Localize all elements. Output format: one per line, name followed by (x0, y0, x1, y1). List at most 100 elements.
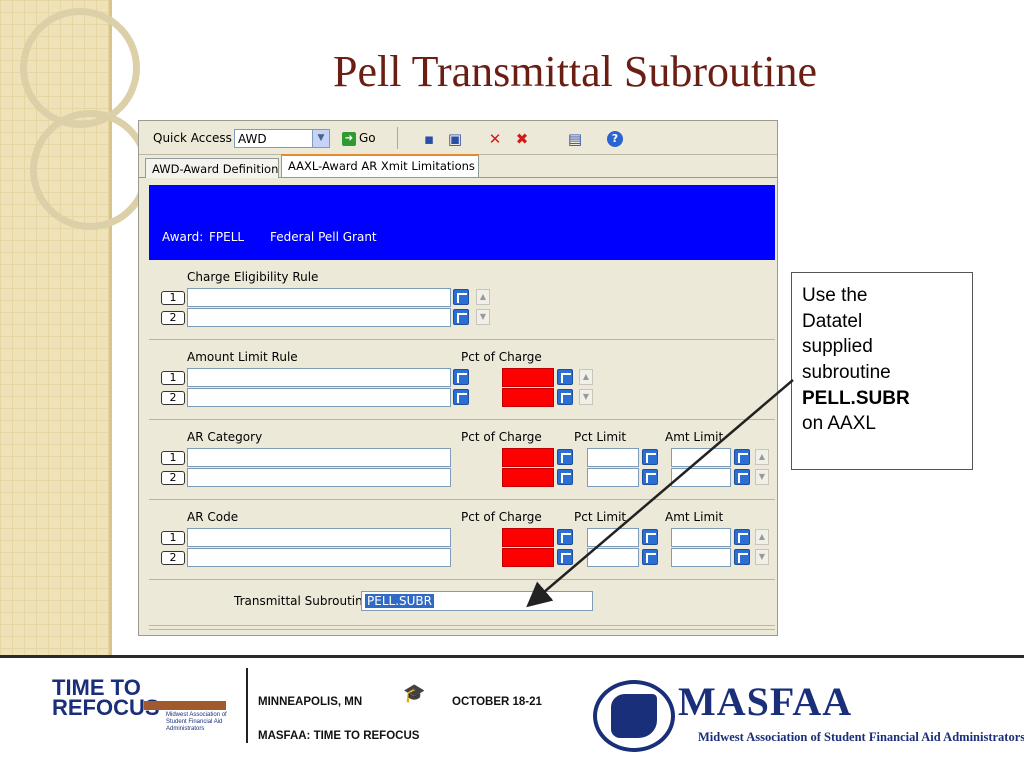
footer-tagline: MASFAA: TIME TO REFOCUS (258, 730, 420, 742)
pct-of-charge-field-1[interactable] (502, 528, 554, 547)
toolbar-separator (397, 127, 398, 149)
cancel-icon[interactable]: ✕ (488, 130, 502, 148)
tab-label: AAXL-Award AR Xmit Limitations (288, 159, 475, 173)
amt-limit-field-2[interactable] (671, 468, 731, 487)
transmittal-subroutine-label: Transmittal Subroutine (234, 594, 371, 608)
ar-code-field-2[interactable] (187, 548, 451, 567)
save-icon[interactable]: ▪ (423, 130, 435, 148)
lookup-icon[interactable] (642, 529, 658, 545)
decorative-ring (30, 110, 150, 230)
pct-of-charge-field-1[interactable] (502, 448, 554, 467)
callout-line: PELL.SUBR (802, 386, 962, 412)
pct-limit-label: Pct Limit (574, 430, 627, 444)
time-to-refocus-logo: TIME TO REFOCUS Midwest Association of S… (48, 664, 234, 746)
amount-limit-field-2[interactable] (187, 388, 451, 407)
row-number: 2 (161, 391, 185, 405)
help-icon[interactable]: ? (607, 131, 623, 147)
row-number: 2 (161, 311, 185, 325)
tab-aaxl[interactable]: AAXL-Award AR Xmit Limitations (281, 154, 479, 177)
lookup-icon[interactable] (642, 469, 658, 485)
pct-of-charge-field-1[interactable] (502, 368, 554, 387)
amt-limit-label: Amt Limit (665, 430, 724, 444)
lookup-icon[interactable] (734, 549, 750, 565)
quick-access-combo[interactable]: AWD ▼ (234, 129, 330, 148)
scroll-down-arrow[interactable]: ▼ (755, 549, 769, 565)
go-button[interactable]: ➜Go (342, 131, 376, 146)
lookup-icon[interactable] (642, 549, 658, 565)
lookup-icon[interactable] (453, 389, 469, 405)
callout-line: subroutine (802, 361, 891, 383)
scroll-up-arrow[interactable]: ▲ (476, 289, 490, 305)
charge-eligibility-field-1[interactable] (187, 288, 451, 307)
lookup-icon[interactable] (557, 389, 573, 405)
lookup-icon[interactable] (557, 549, 573, 565)
callout-line: on AAXL (802, 413, 876, 435)
ar-category-field-1[interactable] (187, 448, 451, 467)
pct-limit-field-2[interactable] (587, 468, 639, 487)
amt-limit-field-1[interactable] (671, 528, 731, 547)
ar-category-panel: AR Category Pct of Charge Pct Limit Amt … (149, 422, 775, 500)
lookup-icon[interactable] (734, 469, 750, 485)
ar-category-field-2[interactable] (187, 468, 451, 487)
transmittal-subroutine-value: PELL.SUBR (365, 594, 434, 608)
scroll-down-arrow[interactable]: ▼ (755, 469, 769, 485)
callout-highlight: PELL.SUBR (802, 387, 910, 409)
scroll-up-arrow[interactable]: ▲ (755, 529, 769, 545)
pct-limit-field-1[interactable] (587, 448, 639, 467)
quick-access-label: Quick Access (153, 131, 232, 145)
lookup-icon[interactable] (642, 449, 658, 465)
pct-of-charge-label: Pct of Charge (461, 430, 542, 444)
footer-location: MINNEAPOLIS, MN (258, 696, 363, 708)
lookup-icon[interactable] (557, 369, 573, 385)
midwest-map-icon (593, 680, 675, 752)
pct-of-charge-field-2[interactable] (502, 548, 554, 567)
masfaa-full-name: Midwest Association of Student Financial… (698, 730, 1024, 744)
scroll-up-arrow[interactable]: ▲ (579, 369, 593, 385)
amt-limit-field-1[interactable] (671, 448, 731, 467)
logo-line: REFOCUS (52, 695, 160, 720)
pct-limit-field-1[interactable] (587, 528, 639, 547)
lookup-icon[interactable] (557, 449, 573, 465)
go-icon: ➜ (342, 131, 356, 146)
cancel-all-icon[interactable]: ✖ (515, 130, 529, 148)
tab-awd[interactable]: AWD-Award Definition (145, 158, 279, 178)
pct-of-charge-label: Pct of Charge (461, 350, 542, 364)
callout-line: supplied (802, 336, 873, 358)
chevron-down-icon[interactable]: ▼ (312, 130, 329, 147)
pct-of-charge-field-2[interactable] (502, 468, 554, 487)
scroll-up-arrow[interactable]: ▲ (755, 449, 769, 465)
masfaa-logo: MASFAA Midwest Association of Student Fi… (588, 676, 1024, 756)
row-number: 1 (161, 291, 185, 305)
lookup-icon[interactable] (453, 369, 469, 385)
ar-code-field-1[interactable] (187, 528, 451, 547)
lookup-icon[interactable] (734, 529, 750, 545)
detail-icon[interactable]: ▤ (567, 130, 583, 148)
lookup-icon[interactable] (453, 289, 469, 305)
datatel-window: Quick Access AWD ▼ ➜Go ▪ ▣ ✕ ✖ ▤ ? AWD-A… (138, 120, 778, 636)
logo-line: TIME TO (52, 675, 141, 700)
lookup-icon[interactable] (557, 529, 573, 545)
transmittal-subroutine-field[interactable]: PELL.SUBR (361, 591, 593, 611)
page-title: Pell Transmittal Subroutine (332, 47, 818, 96)
charge-eligibility-field-2[interactable] (187, 308, 451, 327)
row-number: 2 (161, 551, 185, 565)
scroll-down-arrow[interactable]: ▼ (476, 309, 490, 325)
lookup-icon[interactable] (557, 469, 573, 485)
award-banner: Award: FPELL Federal Pell Grant (149, 185, 775, 260)
save-all-icon[interactable]: ▣ (447, 130, 463, 148)
charge-eligibility-label: Charge Eligibility Rule (187, 270, 319, 284)
pct-limit-field-2[interactable] (587, 548, 639, 567)
pct-of-charge-field-2[interactable] (502, 388, 554, 407)
row-number: 1 (161, 531, 185, 545)
row-number: 1 (161, 371, 185, 385)
amount-limit-field-1[interactable] (187, 368, 451, 387)
charge-eligibility-panel: Charge Eligibility Rule 1 ▲ 2 ▼ (149, 262, 775, 340)
quick-access-value: AWD (238, 132, 267, 146)
amt-limit-field-2[interactable] (671, 548, 731, 567)
tab-bar: AWD-Award Definition AAXL-Award AR Xmit … (139, 154, 777, 178)
scroll-down-arrow[interactable]: ▼ (579, 389, 593, 405)
lookup-icon[interactable] (453, 309, 469, 325)
row-number: 1 (161, 451, 185, 465)
lookup-icon[interactable] (734, 449, 750, 465)
masfaa-name: MASFAA (678, 679, 853, 724)
